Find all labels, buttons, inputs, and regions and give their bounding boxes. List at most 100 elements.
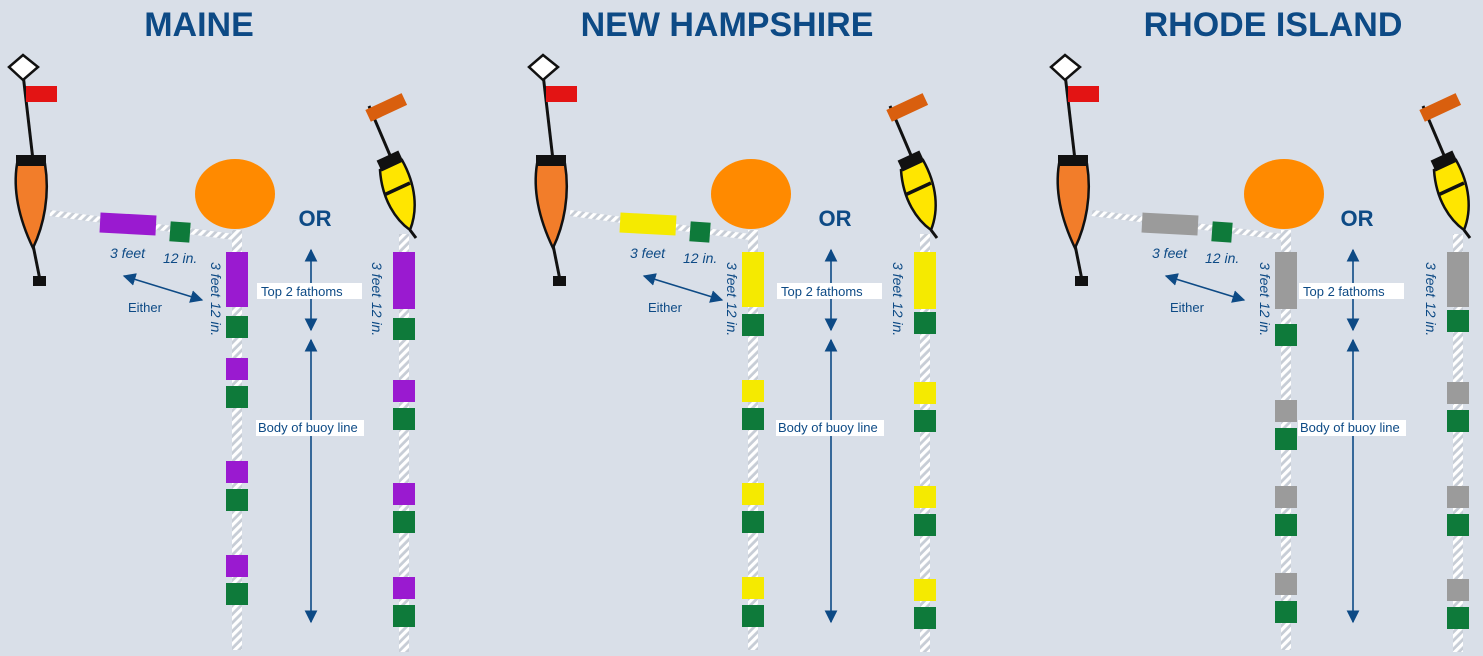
- flag-icon: [1068, 86, 1099, 102]
- marker-12in-alt: [169, 221, 190, 242]
- diamond-radar-reflector-icon: [9, 55, 38, 80]
- marker-b-0: [1447, 252, 1469, 307]
- flag-icon: [1419, 93, 1461, 122]
- label-12-in-vertical-b: 12 in.: [369, 302, 385, 336]
- green-marker-3: [742, 605, 764, 627]
- marker-3ft-alt: [1142, 213, 1199, 236]
- label-12-in-vertical-b: 12 in.: [1423, 302, 1439, 336]
- panel-title: MAINE: [144, 6, 254, 44]
- green-marker-b-2: [914, 514, 936, 536]
- green-marker-b-0: [914, 312, 936, 334]
- panel-title: RHODE ISLAND: [1144, 6, 1403, 44]
- marker-b-1: [393, 380, 415, 402]
- green-marker-b-2: [393, 511, 415, 533]
- label-top-fathoms: Top 2 fathoms: [1303, 284, 1385, 299]
- marker-b-3: [914, 579, 936, 601]
- marker-1: [742, 380, 764, 402]
- label-3-feet-vertical-b: 3 feet: [890, 262, 906, 298]
- green-marker-b-1: [914, 410, 936, 432]
- label-3-feet-vertical: 3 feet: [724, 262, 740, 298]
- spar-buoy-icon: [1051, 55, 1099, 286]
- marker-b-0: [914, 252, 936, 309]
- green-marker-0: [1275, 324, 1297, 346]
- label-body-line: Body of buoy line: [778, 420, 878, 435]
- green-marker-2: [742, 511, 764, 533]
- marker-2: [1275, 486, 1297, 508]
- green-marker-1: [1275, 428, 1297, 450]
- label-12-in: 12 in.: [683, 250, 717, 266]
- marker-3ft-alt: [620, 213, 677, 236]
- marker-2: [226, 461, 248, 483]
- or-label: OR: [1341, 206, 1374, 231]
- green-marker-1: [226, 386, 248, 408]
- label-12-in: 12 in.: [163, 250, 197, 266]
- marker-b-0: [393, 252, 415, 309]
- marker-3: [226, 555, 248, 577]
- green-marker-1: [742, 408, 764, 430]
- spar-buoy-icon: [529, 55, 577, 286]
- diamond-radar-reflector-icon: [1051, 55, 1080, 80]
- green-marker-b-3: [393, 605, 415, 627]
- or-label: OR: [299, 206, 332, 231]
- marker-b-2: [393, 483, 415, 505]
- diamond-radar-reflector-icon: [529, 55, 558, 80]
- label-3-feet-vertical-b: 3 feet: [1423, 262, 1439, 298]
- either-arrow: [1166, 276, 1244, 300]
- marker-12in-alt: [1211, 221, 1232, 242]
- panel-title: NEW HAMPSHIRE: [581, 6, 874, 44]
- yellow-buoy-icon: [365, 93, 416, 238]
- label-3-feet: 3 feet: [1152, 245, 1188, 261]
- flag-icon: [26, 86, 57, 102]
- green-marker-b-0: [1447, 310, 1469, 332]
- marker-b-3: [1447, 579, 1469, 601]
- label-12-in-vertical: 12 in.: [1257, 302, 1273, 336]
- label-body-line: Body of buoy line: [1300, 420, 1400, 435]
- marker-b-1: [1447, 382, 1469, 404]
- flag-icon: [886, 93, 928, 122]
- panel-rhode-island: RHODE ISLAND OR 3 feet 12 in. 3 feet 12 in. 3 …: [1051, 6, 1470, 652]
- yellow-buoy-icon: [886, 93, 937, 238]
- label-top-fathoms: Top 2 fathoms: [261, 284, 343, 299]
- flag-icon: [365, 93, 407, 122]
- green-marker-b-1: [393, 408, 415, 430]
- label-body-line: Body of buoy line: [258, 420, 358, 435]
- marker-3: [1275, 573, 1297, 595]
- label-3-feet: 3 feet: [630, 245, 666, 261]
- marker-0: [742, 252, 764, 307]
- green-marker-b-3: [1447, 607, 1469, 629]
- label-12-in-vertical: 12 in.: [724, 302, 740, 336]
- ball-buoy-icon: [195, 159, 275, 229]
- label-3-feet-vertical-b: 3 feet: [369, 262, 385, 298]
- marker-0: [226, 252, 248, 307]
- green-marker-3: [226, 583, 248, 605]
- or-label: OR: [819, 206, 852, 231]
- marker-b-3: [393, 577, 415, 599]
- marker-b-1: [914, 382, 936, 404]
- either-arrow: [124, 276, 202, 300]
- green-marker-2: [226, 489, 248, 511]
- green-marker-b-1: [1447, 410, 1469, 432]
- marker-1: [1275, 400, 1297, 422]
- label-top-fathoms: Top 2 fathoms: [781, 284, 863, 299]
- label-either: Either: [648, 300, 683, 315]
- label-3-feet-vertical: 3 feet: [208, 262, 224, 298]
- marker-2: [742, 483, 764, 505]
- marker-1: [226, 358, 248, 380]
- green-marker-0: [226, 316, 248, 338]
- either-arrow: [644, 276, 722, 300]
- green-marker-0: [742, 314, 764, 336]
- marker-12in-alt: [689, 221, 710, 242]
- label-3-feet-vertical: 3 feet: [1257, 262, 1273, 298]
- label-either: Either: [128, 300, 163, 315]
- label-12-in-vertical-b: 12 in.: [890, 302, 906, 336]
- green-marker-b-2: [1447, 514, 1469, 536]
- green-marker-3: [1275, 601, 1297, 623]
- ball-buoy-icon: [1244, 159, 1324, 229]
- spar-buoy-icon: [9, 55, 57, 286]
- marker-b-2: [1447, 486, 1469, 508]
- yellow-buoy-icon: [1419, 93, 1470, 238]
- panel-new-hampshire: NEW HAMPSHIRE OR 3 feet 12 in. 3 feet 12 in. 3…: [529, 6, 937, 652]
- marker-3: [742, 577, 764, 599]
